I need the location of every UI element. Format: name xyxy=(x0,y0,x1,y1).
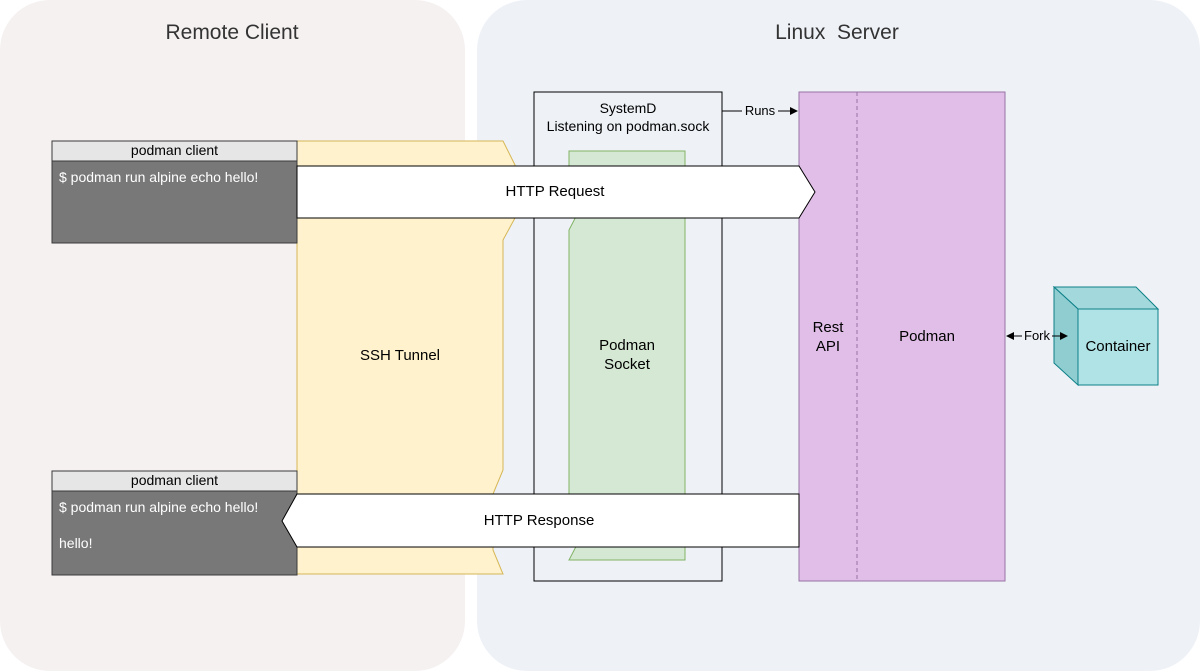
ssh-tunnel-shape xyxy=(296,140,516,575)
podman-label: Podman xyxy=(899,327,955,345)
systemd-listening-label: Listening on podman.sock xyxy=(546,118,710,135)
client-bottom-output: hello! xyxy=(59,535,93,552)
client-top-command: $ podman run alpine echo hello! xyxy=(59,169,259,186)
fork-label: Fork xyxy=(1022,327,1052,345)
client-bottom-command: $ podman run alpine echo hello! xyxy=(59,499,259,516)
podman-socket-label: Podman Socket xyxy=(599,337,655,373)
http-response-label: HTTP Response xyxy=(483,511,595,529)
client-bottom-header: podman client xyxy=(130,472,219,489)
podman-block xyxy=(798,91,1006,582)
client-top-header-bar xyxy=(51,140,298,162)
systemd-label: SystemD xyxy=(599,100,657,117)
systemd-box xyxy=(533,91,723,582)
http-request-arrow xyxy=(296,165,816,219)
rest-api-label: Rest API xyxy=(812,319,844,355)
http-response-arrow xyxy=(281,493,800,548)
client-bottom-header-bar xyxy=(51,470,298,492)
runs-label: Runs xyxy=(742,102,778,120)
http-request-label: HTTP Request xyxy=(505,182,605,200)
remote-client-title: Remote Client xyxy=(165,20,299,44)
ssh-tunnel-label: SSH Tunnel xyxy=(359,346,441,364)
container-label: Container xyxy=(1085,337,1151,355)
linux-server-title: Linux Server xyxy=(775,20,899,44)
client-top-header: podman client xyxy=(130,142,219,159)
